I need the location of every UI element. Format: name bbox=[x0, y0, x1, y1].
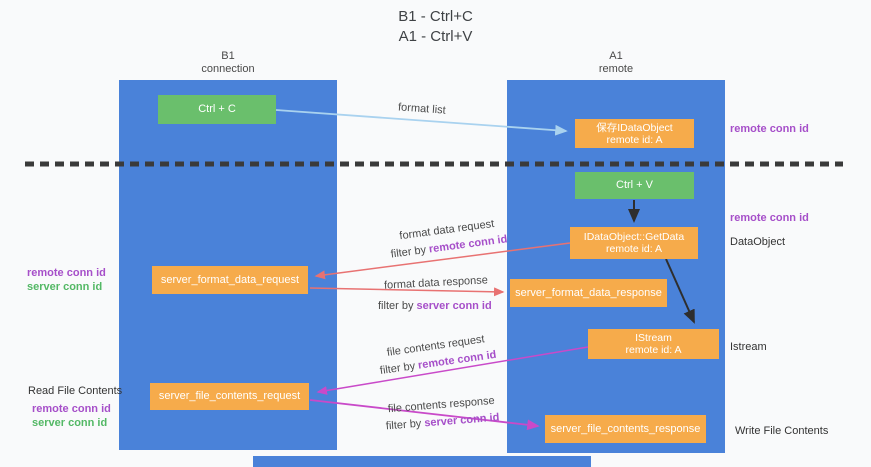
lane-a1-name: A1 bbox=[609, 50, 623, 62]
node-getdata-line1: IDataObject::GetData bbox=[583, 231, 685, 243]
node-ctrl-v: Ctrl + V bbox=[575, 172, 694, 199]
annotation-write-file-contents: Write File Contents bbox=[735, 425, 829, 437]
annotation-left-server-conn-id-2: server conn id bbox=[32, 417, 108, 429]
node-server-format-data-request: server_format_data_request bbox=[152, 266, 308, 294]
flow-label-file-contents-request: file contents request filter by remote c… bbox=[374, 330, 500, 381]
lane-a1-role: remote bbox=[598, 63, 634, 75]
node-istream: IStream remote id: A bbox=[588, 329, 719, 359]
filter-prefix: filter by bbox=[379, 359, 419, 378]
lane-header-b1: B1 connection bbox=[119, 50, 337, 76]
annotation-remote-conn-id-top: remote conn id bbox=[730, 123, 809, 135]
node-ctrl-c-label: Ctrl + C bbox=[198, 103, 236, 115]
annotation-dataobject: DataObject bbox=[730, 236, 786, 248]
node-istream-line2: remote id: A bbox=[625, 344, 682, 356]
node-save-idataobject-line1: 保存IDataObject bbox=[596, 121, 673, 134]
flow-label-format-data-response: format data response bbox=[383, 274, 489, 292]
title-line-1: B1 - Ctrl+C bbox=[398, 8, 473, 25]
annotation-left-remote-conn-id-2: remote conn id bbox=[32, 403, 111, 415]
flow-label-format-data-request: format data request filter by remote con… bbox=[383, 214, 512, 264]
annotation-read-file-contents: Read File Contents bbox=[28, 385, 123, 397]
node-ctrl-v-label: Ctrl + V bbox=[616, 179, 653, 191]
node-file-request-label: server_file_contents_request bbox=[158, 390, 301, 402]
lane-b1-role: connection bbox=[201, 63, 255, 75]
filter-key: server conn id bbox=[416, 300, 492, 312]
node-file-response-label: server_file_contents_response bbox=[550, 422, 701, 435]
lane-b1-name: B1 bbox=[221, 50, 235, 62]
flow-label-format-data-response-filter: filter by server conn id bbox=[378, 298, 492, 315]
node-idataobject-getdata: IDataObject::GetData remote id: A bbox=[570, 227, 698, 259]
node-getdata-line2: remote id: A bbox=[605, 243, 663, 255]
node-ctrl-c: Ctrl + C bbox=[158, 95, 276, 124]
annotation-left-remote-conn-id: remote conn id bbox=[27, 267, 106, 279]
node-format-request-label: server_format_data_request bbox=[160, 273, 300, 286]
node-server-format-data-response: server_format_data_response bbox=[510, 279, 667, 307]
flow-label-format-list: format list bbox=[397, 101, 447, 117]
bottom-blue-bar bbox=[253, 456, 591, 467]
filter-prefix: filter by bbox=[378, 300, 417, 312]
node-save-idataobject-line2: remote id: A bbox=[606, 133, 663, 146]
filter-prefix: filter by bbox=[385, 417, 425, 433]
diagram-title: B1 - Ctrl+C A1 - Ctrl+V bbox=[0, 7, 871, 47]
flow-label-file-contents-response: file contents response filter by server … bbox=[379, 392, 505, 436]
filter-prefix: filter by bbox=[390, 243, 430, 261]
node-save-idataobject: 保存IDataObject remote id: A bbox=[575, 119, 694, 148]
annotation-left-server-conn-id: server conn id bbox=[27, 281, 103, 293]
node-server-file-contents-response: server_file_contents_response bbox=[545, 415, 706, 443]
annotation-istream: Istream bbox=[730, 341, 767, 353]
filter-key: server conn id bbox=[423, 411, 500, 430]
lane-header-a1: A1 remote bbox=[507, 50, 725, 76]
title-line-2: A1 - Ctrl+V bbox=[398, 28, 473, 45]
node-istream-line1: IStream bbox=[635, 332, 672, 344]
node-server-file-contents-request: server_file_contents_request bbox=[150, 383, 309, 410]
annotation-remote-conn-id-mid: remote conn id bbox=[730, 212, 809, 224]
node-format-response-label: server_format_data_response bbox=[515, 286, 662, 299]
